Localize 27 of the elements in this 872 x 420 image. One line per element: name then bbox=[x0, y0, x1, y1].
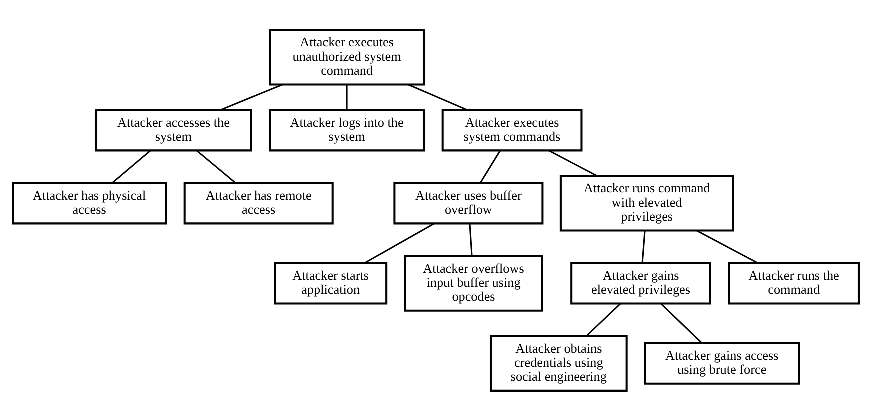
connector bbox=[220, 84, 283, 110]
connector bbox=[586, 302, 622, 336]
connector bbox=[480, 150, 502, 183]
connector bbox=[346, 84, 348, 110]
connector bbox=[364, 222, 435, 264]
node-box: Attacker runs command with elevated privileges bbox=[560, 174, 734, 232]
connector bbox=[408, 84, 468, 110]
node-box: Attacker runs the command bbox=[728, 262, 860, 304]
connector bbox=[196, 150, 236, 184]
node-box: Attacker overflows input buffer using opcodes bbox=[404, 254, 544, 312]
node-box: Attacker starts application bbox=[274, 262, 388, 304]
node-box: Attacker has remote access bbox=[184, 182, 334, 224]
node-box: Attacker uses buffer overflow bbox=[394, 182, 544, 224]
node-box: Attacker gains elevated privileges bbox=[570, 262, 712, 304]
node-box: Attacker executes system commands bbox=[442, 108, 583, 152]
node-box: Attacker executes unauthorized system command bbox=[268, 28, 426, 86]
connector bbox=[548, 150, 598, 176]
node-box: Attacker obtains credentials using social engineering bbox=[490, 334, 628, 392]
node-box: Attacker logs into the system bbox=[268, 108, 426, 152]
node-box: Attacker accesses the system bbox=[95, 108, 252, 152]
connector bbox=[642, 230, 646, 262]
node-box: Attacker gains access using brute force bbox=[644, 342, 800, 384]
connector bbox=[696, 230, 758, 264]
node-box: Attacker has physical access bbox=[12, 182, 168, 224]
connector bbox=[112, 150, 152, 184]
connector bbox=[469, 223, 473, 256]
connector bbox=[660, 302, 703, 344]
